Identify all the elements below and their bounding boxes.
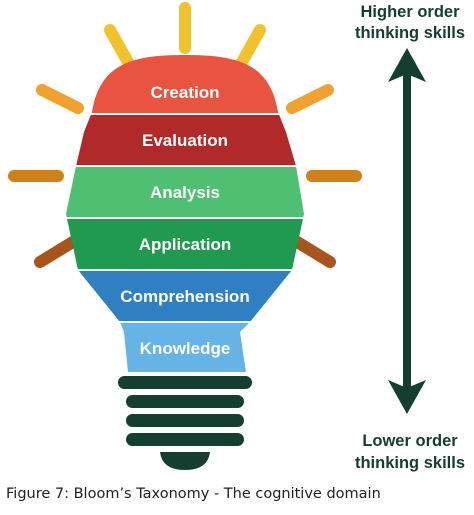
level-label-comprehension: Comprehension bbox=[120, 287, 249, 306]
light-rays bbox=[8, 2, 362, 268]
higher-order-label-line1: Higher order bbox=[360, 3, 460, 21]
lower-order-label-line1: Lower order bbox=[362, 432, 458, 450]
level-label-application: Application bbox=[139, 235, 232, 254]
ray bbox=[236, 24, 266, 68]
level-label-analysis: Analysis bbox=[150, 183, 220, 202]
higher-order-label-line2: thinking skills bbox=[355, 24, 465, 42]
band-separators bbox=[66, 113, 304, 323]
figure-caption: Figure 7: Bloom’s Taxonomy - The cogniti… bbox=[6, 486, 381, 502]
ray bbox=[288, 234, 336, 268]
level-label-knowledge: Knowledge bbox=[140, 339, 231, 358]
level-label-evaluation: Evaluation bbox=[142, 131, 228, 150]
band-evaluation bbox=[66, 114, 304, 166]
band-application bbox=[66, 218, 304, 270]
ray bbox=[34, 234, 82, 268]
ray bbox=[104, 24, 134, 68]
ray bbox=[286, 84, 334, 114]
level-label-creation: Creation bbox=[151, 83, 220, 102]
band-analysis bbox=[66, 166, 304, 218]
thinking-skills-arrow bbox=[388, 48, 426, 414]
ray bbox=[36, 84, 84, 114]
lower-order-label-line2: thinking skills bbox=[355, 454, 465, 472]
bulb-base bbox=[118, 376, 252, 470]
